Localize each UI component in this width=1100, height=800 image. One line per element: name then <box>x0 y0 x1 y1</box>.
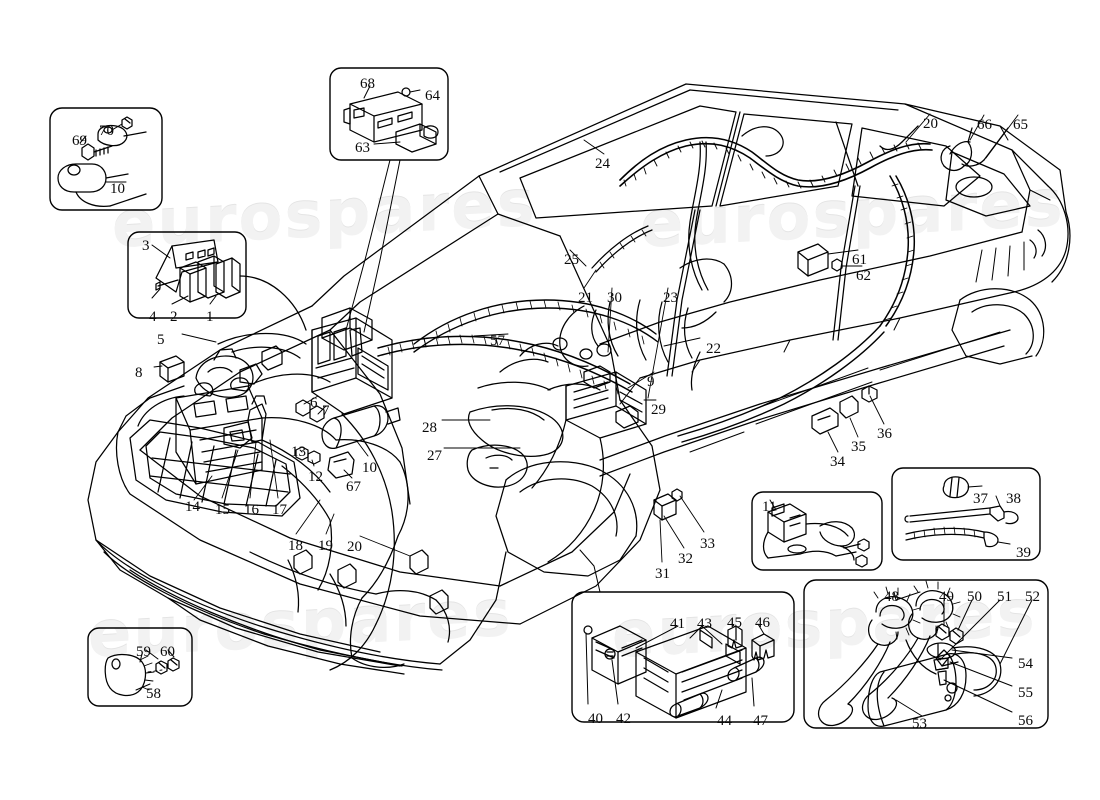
part-number-25: 25 <box>564 252 579 268</box>
part-number-23: 23 <box>663 290 678 306</box>
part-number-3: 3 <box>142 238 150 254</box>
part-number-22: 22 <box>706 341 721 357</box>
part-number-20: 20 <box>347 539 362 555</box>
part-number-40: 40 <box>588 711 603 727</box>
part-number-28: 28 <box>422 420 437 436</box>
part-number-6: 6 <box>310 395 318 411</box>
part-number-36: 36 <box>877 426 892 442</box>
part-number-63: 63 <box>355 140 370 156</box>
part-number-41: 41 <box>670 616 685 632</box>
part-number-70: 70 <box>99 123 114 139</box>
part-number-48: 48 <box>884 589 899 605</box>
part-number-56: 56 <box>1018 713 1033 729</box>
part-number-62: 62 <box>856 268 871 284</box>
part-number-10: 10 <box>362 460 377 476</box>
part-number-1: 1 <box>206 309 214 325</box>
part-number-7: 7 <box>322 403 330 419</box>
part-number-4: 4 <box>149 309 157 325</box>
part-number-27: 27 <box>427 448 442 464</box>
part-number-37: 37 <box>973 491 988 507</box>
part-number-29: 29 <box>651 402 666 418</box>
part-number-13: 13 <box>291 444 306 460</box>
part-number-66: 66 <box>977 117 992 133</box>
part-number-46: 46 <box>755 615 770 631</box>
part-number-68: 68 <box>360 76 375 92</box>
part-number-65: 65 <box>1013 117 1028 133</box>
part-number-49: 49 <box>939 589 954 605</box>
part-number-17: 17 <box>272 502 287 518</box>
part-number-47: 47 <box>753 713 768 729</box>
part-number-43: 43 <box>697 616 712 632</box>
part-number-8: 8 <box>135 365 143 381</box>
part-number-44: 44 <box>717 713 732 729</box>
part-number-58: 58 <box>146 686 161 702</box>
part-number-50: 50 <box>967 589 982 605</box>
part-number-16: 16 <box>244 502 259 518</box>
part-number-21: 21 <box>578 290 593 306</box>
part-number-2: 2 <box>170 309 178 325</box>
part-number-57: 57 <box>490 333 505 349</box>
part-number-55: 55 <box>1018 685 1033 701</box>
part-number-30: 30 <box>607 290 622 306</box>
part-number-34: 34 <box>830 454 845 470</box>
part-number-32: 32 <box>678 551 693 567</box>
part-number-15: 15 <box>215 502 230 518</box>
part-number-5: 5 <box>157 332 165 348</box>
part-number-52: 52 <box>1025 589 1040 605</box>
part-number-61: 61 <box>852 252 867 268</box>
part-number-67: 67 <box>346 479 361 495</box>
part-number-31: 31 <box>655 566 670 582</box>
part-number-19: 19 <box>318 538 333 554</box>
part-number-60: 60 <box>160 644 175 660</box>
part-number-64: 64 <box>425 88 440 104</box>
part-number-35: 35 <box>851 439 866 455</box>
part-number-53: 53 <box>912 716 927 732</box>
part-number-39: 39 <box>1016 545 1031 561</box>
part-number-51: 51 <box>997 589 1012 605</box>
part-number-54: 54 <box>1018 656 1033 672</box>
part-number-14: 14 <box>185 499 200 515</box>
part-number-11: 11 <box>762 499 777 515</box>
part-number-12: 12 <box>308 469 323 485</box>
part-number-33: 33 <box>700 536 715 552</box>
part-number-69: 69 <box>72 133 87 149</box>
part-number-24: 24 <box>595 156 610 172</box>
part-number-18: 18 <box>288 538 303 554</box>
part-number-10: 10 <box>110 181 125 197</box>
part-number-45: 45 <box>727 615 742 631</box>
part-number-20: 20 <box>923 116 938 132</box>
part-number-59: 59 <box>136 644 151 660</box>
part-number-42: 42 <box>616 711 631 727</box>
part-number-9: 9 <box>647 374 655 390</box>
part-number-38: 38 <box>1006 491 1021 507</box>
